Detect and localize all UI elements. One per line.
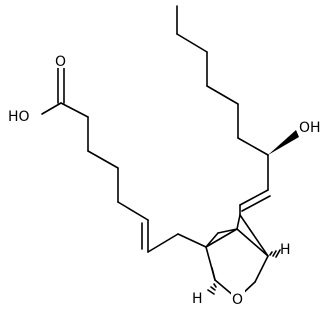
omega-chain	[176, 5, 271, 216]
bond-ring-d	[254, 255, 269, 283]
bond-c3-c4	[87, 150, 119, 169]
bond-bridge-c	[211, 267, 216, 281]
bond-ring-e	[214, 279, 235, 297]
bond-c1-c2	[60, 102, 89, 118]
label-acid-oxygen: O	[55, 54, 66, 70]
carboxylic-acid-group	[41, 67, 89, 118]
label-acid-hydroxyl: HO	[8, 109, 30, 125]
label-ring-oxygen: O	[232, 292, 243, 308]
bond-back-b	[239, 214, 269, 257]
bond-c13-c14-double	[241, 195, 271, 212]
bond-c19-c20	[176, 33, 208, 53]
bond-back-a	[236, 214, 241, 230]
bond-c8-ring	[177, 233, 207, 248]
bond-c1-oh	[41, 102, 62, 115]
bond-c5-c6	[117, 201, 149, 221]
bond-ring-a	[205, 228, 238, 248]
bond-c17-c18	[206, 85, 239, 105]
bond-bridge-b	[217, 228, 238, 234]
bond-c15-c16	[237, 137, 269, 156]
bicyclic-core	[205, 214, 269, 297]
label-alcohol-hydroxyl: OH	[299, 120, 321, 136]
atom-labels: O HO OH O H H	[8, 52, 326, 308]
alpha-chain	[87, 116, 207, 253]
label-stereo-h-left: H	[192, 291, 203, 307]
label-stereo-h-right: H	[280, 242, 291, 258]
stereo-wedge-oh	[268, 130, 299, 155]
stereo-hash-right	[269, 249, 281, 258]
bond-c7-c8	[147, 233, 179, 253]
bond-bridge-a	[205, 232, 219, 248]
bond-c13-c14	[239, 189, 269, 206]
bond-ring-b	[236, 228, 269, 257]
stereo-hash-left	[207, 283, 217, 295]
